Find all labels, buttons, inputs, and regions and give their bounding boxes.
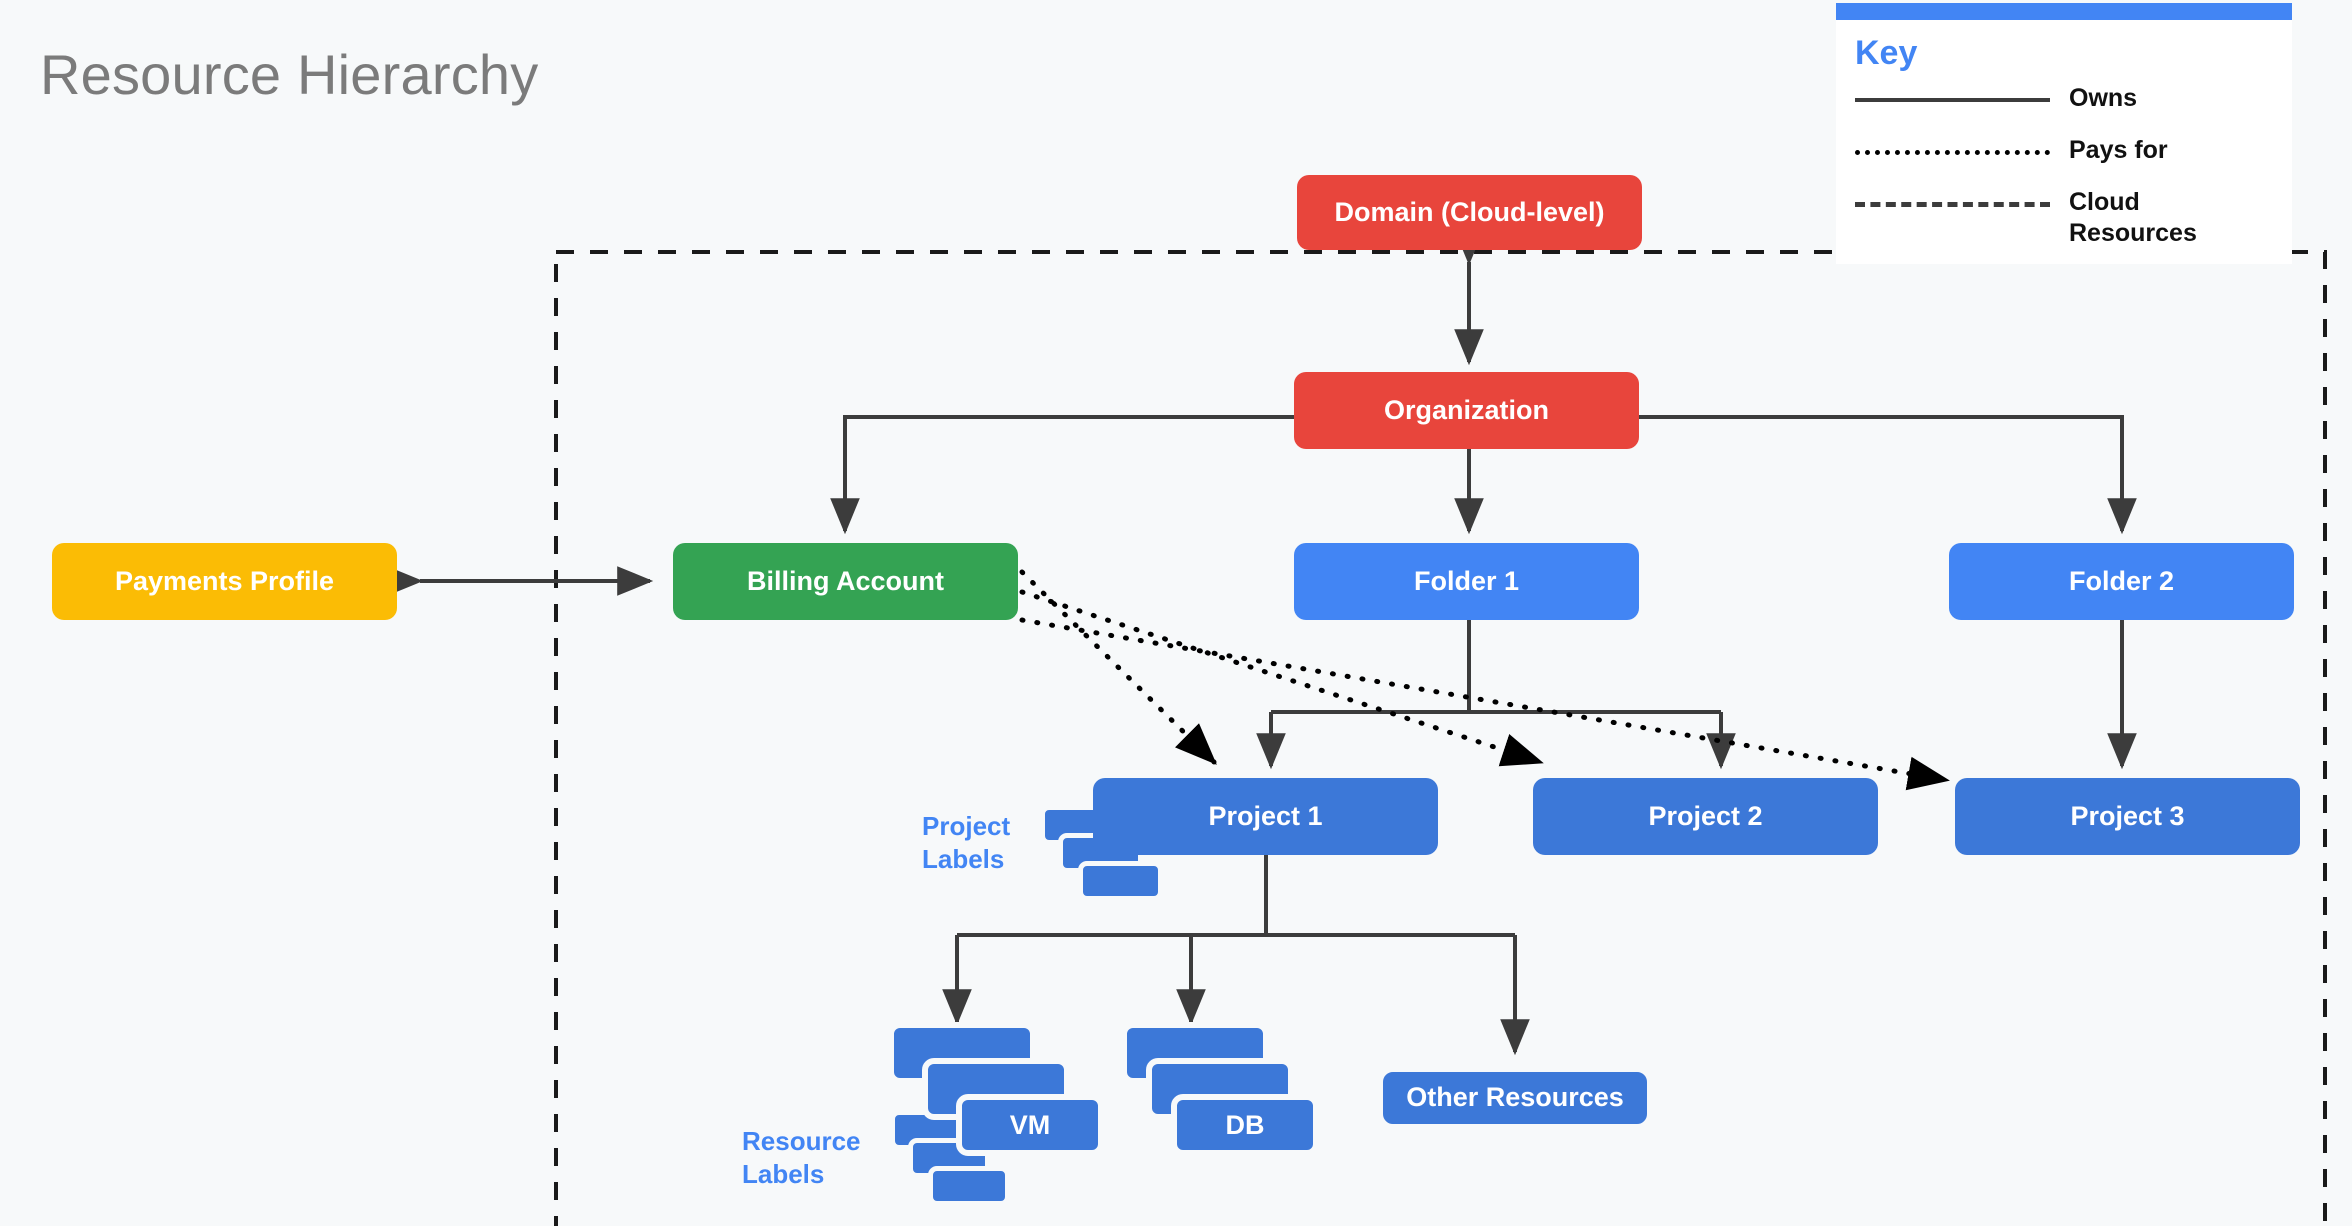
node-vm-label: VM [1009, 1109, 1051, 1140]
legend-rows: Owns Pays for Cloud Resources [1836, 73, 2292, 254]
node-other-resources[interactable]: Other Resources [1377, 1066, 1653, 1130]
node-folder-1-label: Folder 1 [1413, 565, 1520, 596]
legend-label-cloud-resources: Cloud Resources [2069, 188, 2197, 247]
node-db-label: DB [1225, 1109, 1265, 1140]
node-domain-label: Domain (Cloud-level) [1334, 196, 1605, 227]
node-project-1-label: Project 1 [1208, 800, 1323, 831]
resource-vm[interactable]: VM [888, 1022, 1138, 1182]
dashed-line-icon [1855, 187, 2055, 221]
legend-row-pays-for: Pays for [1836, 129, 2292, 181]
label-card-front [1078, 861, 1163, 901]
edge-organization-folder2 [1639, 415, 2137, 535]
legend-row-cloud-resources: Cloud Resources [1836, 181, 2292, 254]
legend-row-owns: Owns [1836, 77, 2292, 129]
edge-folder1-projects [1256, 620, 1736, 770]
node-billing-account-label: Billing Account [747, 565, 944, 596]
node-project-3-label: Project 3 [2070, 800, 2185, 831]
node-payments-profile-label: Payments Profile [114, 565, 335, 596]
resource-labels-annotation: Resource Labels [742, 1125, 861, 1190]
node-project-1[interactable]: Project 1 [1093, 778, 1438, 855]
edge-billing-project3-paysfor [1019, 617, 1950, 791]
edge-organization-billing [830, 415, 1294, 535]
node-domain[interactable]: Domain (Cloud-level) [1297, 175, 1642, 250]
node-billing-account[interactable]: Billing Account [673, 543, 1018, 620]
project-labels-line-2: Labels [922, 843, 1005, 874]
legend-accent-bar [1836, 3, 2292, 20]
project-labels-annotation: Project Labels [922, 810, 1010, 875]
resource-labels-line-1: Resource [742, 1126, 861, 1156]
node-folder-2-label: Folder 2 [2068, 565, 2175, 596]
resource-db[interactable]: DB [1121, 1022, 1371, 1182]
legend-label-pays-for: Pays for [2069, 136, 2168, 164]
db-card-front[interactable]: DB [1171, 1094, 1319, 1156]
node-organization-label: Organization [1383, 394, 1549, 425]
node-organization[interactable]: Organization [1294, 372, 1639, 449]
dotted-line-icon [1855, 135, 2055, 169]
page-title: Resource Hierarchy [40, 43, 539, 106]
node-project-3[interactable]: Project 3 [1955, 778, 2300, 855]
node-other-resources-label: Other Resources [1406, 1082, 1624, 1113]
node-folder-1[interactable]: Folder 1 [1294, 543, 1639, 620]
node-project-2-label: Project 2 [1648, 800, 1763, 831]
edge-billing-project1-paysfor [1019, 569, 1217, 765]
node-folder-2[interactable]: Folder 2 [1949, 543, 2294, 620]
vm-card-front[interactable]: VM [956, 1094, 1104, 1156]
legend-label-owns: Owns [2069, 84, 2138, 112]
node-project-2[interactable]: Project 2 [1533, 778, 1878, 855]
node-payments-profile[interactable]: Payments Profile [52, 543, 397, 620]
project-labels-line-1: Project [922, 811, 1011, 841]
legend-heading: Key [1855, 34, 1918, 72]
legend-key: Key Owns Pays for Cloud Resources [1836, 3, 2292, 264]
resource-labels-line-2: Labels [742, 1158, 825, 1189]
solid-line-icon [1855, 83, 2055, 117]
